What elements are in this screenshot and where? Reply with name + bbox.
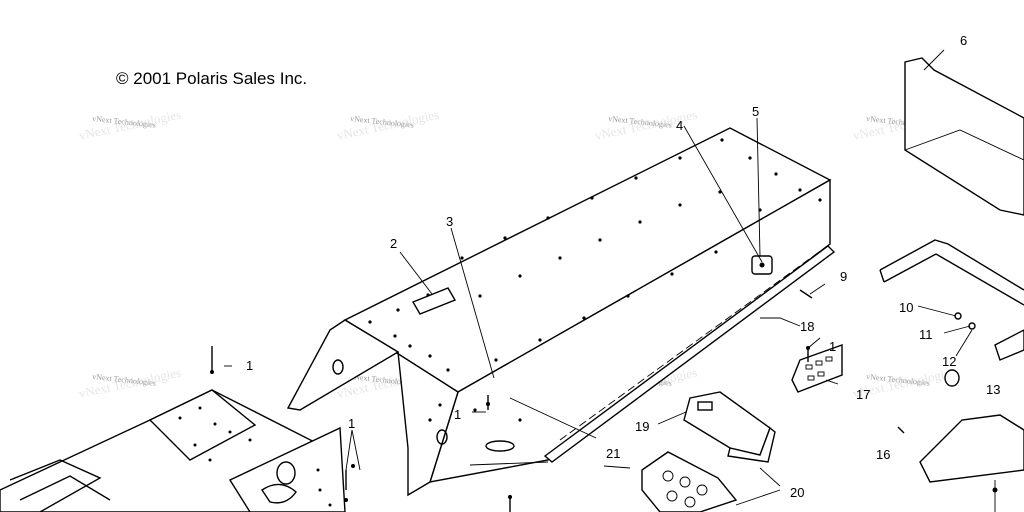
- rear-flap: [904, 57, 1024, 216]
- side-rail: [543, 245, 836, 463]
- tunnel-rivets: [368, 138, 822, 422]
- callout-6: 6: [960, 33, 967, 48]
- bumper-end-cap: [994, 329, 1024, 361]
- watermark: vNext Technologies vNext Technologies: [78, 365, 183, 401]
- callout-12: 12: [942, 354, 956, 369]
- callout-1: 1: [348, 416, 355, 431]
- cover-19-side: [727, 426, 776, 463]
- bumper-top: [879, 239, 1024, 291]
- callout-11: 11: [919, 327, 933, 342]
- callout-9: 9: [840, 269, 847, 284]
- callout-19: 19: [635, 419, 649, 434]
- tunnel-assembly: [286, 127, 836, 497]
- chassis-rivets: [178, 406, 332, 507]
- callout-20: 20: [790, 485, 804, 500]
- callout-13: 13: [986, 382, 1000, 397]
- right-parts: [641, 57, 1024, 512]
- rear-flap-fold: [904, 129, 1024, 161]
- fasteners: [210, 289, 813, 512]
- watermark: vNext Technologies vNext Technologies: [336, 107, 441, 143]
- chassis-front-section: [0, 389, 346, 512]
- callout-3: 3: [446, 214, 453, 229]
- bolt-9: [799, 289, 813, 299]
- callout-2: 2: [390, 236, 397, 251]
- callout-10: 10: [899, 300, 913, 315]
- grommet-13: [944, 369, 960, 387]
- cover-19-tab: [697, 401, 713, 411]
- bulkhead-cutout: [261, 483, 297, 504]
- chassis-rail-inner: [19, 475, 111, 501]
- bulkhead-plate: [228, 426, 346, 512]
- bumper-bottom: [883, 253, 1024, 306]
- callout-16: 16: [876, 447, 890, 462]
- bulkhead-hole: [276, 461, 296, 485]
- callout-4: 4: [676, 118, 683, 133]
- callout-1: 1: [454, 407, 461, 422]
- plate-20-holes: [662, 470, 708, 508]
- footrest-holes: [805, 356, 833, 381]
- screw-16: [897, 426, 905, 434]
- callout-1: 1: [829, 339, 836, 354]
- plate-20: [641, 451, 738, 512]
- callout-17: 17: [856, 387, 870, 402]
- watermark: vNext Technologies vNext Technologies: [78, 107, 183, 143]
- callout-1: 1: [246, 358, 253, 373]
- tunnel-wing-hole: [332, 359, 344, 375]
- rail-hidden-line: [559, 243, 831, 441]
- callout-18: 18: [800, 319, 814, 334]
- tunnel-bottom-edge: [469, 461, 549, 466]
- chassis-inner-panel: [148, 389, 257, 461]
- decal-plate: [411, 287, 457, 315]
- chassis-rail: [9, 459, 102, 512]
- tunnel-front-hole: [436, 429, 448, 445]
- callout-5: 5: [752, 104, 759, 119]
- cover-19: [683, 391, 771, 456]
- callout-21: 21: [606, 446, 620, 461]
- copyright-text: © 2001 Polaris Sales Inc.: [116, 69, 307, 88]
- bumper-end: [879, 269, 885, 283]
- snow-flap: [919, 414, 1024, 483]
- leader-lines: [224, 49, 973, 506]
- tunnel-slot: [485, 440, 515, 452]
- callout-numbers: 1 1 1 1 2 3 4 5 6 9 10 11 12 13 16 17 18…: [246, 33, 1000, 500]
